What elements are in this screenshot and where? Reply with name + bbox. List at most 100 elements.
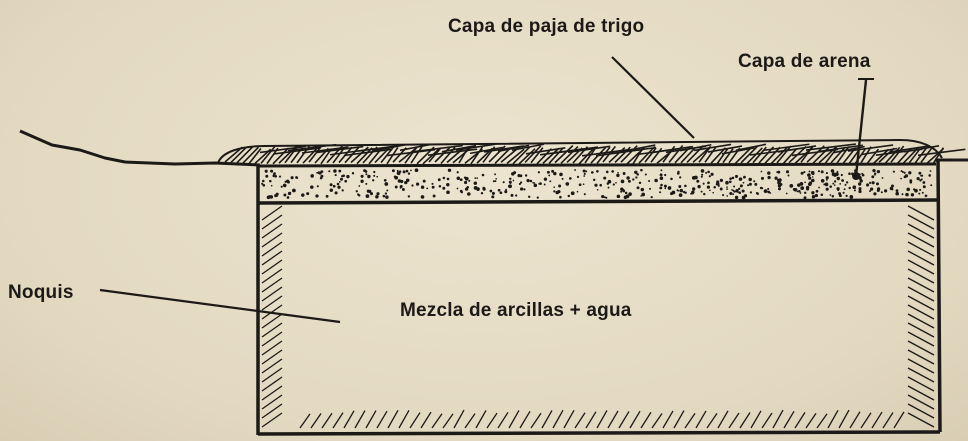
sand-grain — [438, 178, 441, 181]
sand-grain — [579, 183, 582, 186]
sand-grain — [742, 189, 745, 192]
sand-grain — [632, 178, 634, 180]
sand-grain — [335, 174, 337, 176]
sand-grain — [568, 195, 570, 197]
sand-grain — [265, 175, 268, 178]
sand-grain — [664, 188, 666, 190]
sand-grain — [649, 188, 651, 190]
sand-grain — [923, 185, 926, 188]
pit-bottom — [258, 432, 940, 434]
sand-grain — [394, 176, 398, 180]
sand-grain — [490, 190, 493, 193]
sand-grain — [750, 191, 752, 193]
wall-hatch-stroke — [908, 206, 934, 220]
sand-grain — [283, 184, 287, 188]
sand-grain — [423, 180, 426, 183]
wall-hatch-stroke — [641, 412, 651, 428]
sand-grain — [906, 188, 910, 192]
sand-grain — [376, 192, 379, 195]
sand-grain — [839, 183, 841, 185]
sand-layer-label: Capa de arena — [738, 51, 871, 73]
wall-hatch-stroke — [575, 413, 585, 428]
wall-hatch-stroke — [751, 411, 761, 428]
sand-grain — [753, 180, 755, 182]
sand-grain — [778, 187, 781, 190]
sand-grain — [735, 196, 738, 199]
ground-line — [20, 131, 260, 165]
sand-grain — [615, 182, 617, 184]
wall-hatch-stroke — [718, 411, 728, 428]
sand-grain — [668, 186, 672, 190]
sand-grain — [605, 197, 607, 199]
wall-hatch-stroke — [908, 278, 934, 292]
sand-grain — [621, 180, 625, 184]
sand-grain — [776, 171, 778, 173]
sand-grain — [670, 178, 673, 181]
sand-grain — [508, 184, 512, 188]
wall-hatch-stroke — [262, 233, 282, 247]
sand-grain — [624, 196, 628, 200]
sand-grain — [679, 193, 683, 197]
sand-grain — [710, 173, 713, 176]
sand-grain — [806, 188, 809, 191]
wall-hatch-stroke — [262, 287, 282, 301]
sand-grain — [553, 186, 555, 188]
sand-grain — [410, 170, 412, 172]
sand-grain — [716, 180, 719, 183]
sand-grain — [861, 173, 863, 175]
sand-grain — [358, 185, 360, 187]
sand-grain — [854, 189, 856, 191]
sand-grain — [511, 194, 514, 197]
noquis-leader-line — [100, 290, 340, 322]
sand-grain — [778, 178, 782, 182]
sand-grain — [928, 174, 931, 177]
wall-hatch-stroke — [355, 411, 365, 428]
sand-grain — [310, 185, 314, 189]
sand-grain — [705, 172, 707, 174]
sand-grain — [547, 171, 550, 174]
sand-grain — [397, 171, 401, 175]
sand-grain — [818, 187, 820, 189]
straw-stroke — [663, 146, 675, 162]
sand-grain — [740, 184, 743, 187]
sand-grain — [616, 174, 619, 177]
wall-hatch-stroke — [443, 414, 453, 428]
sand-grain — [648, 180, 650, 182]
wall-hatch-stroke — [564, 410, 574, 428]
wall-hatch-stroke — [839, 410, 849, 428]
sand-grain — [871, 175, 874, 178]
sand-grain — [474, 186, 478, 190]
wall-hatch-stroke — [520, 411, 530, 428]
sand-grain — [301, 193, 304, 196]
sand-grain — [392, 169, 395, 172]
sand-grain — [661, 187, 663, 189]
sand-grain — [337, 186, 340, 189]
sand-grain — [443, 177, 446, 180]
sand-grain — [726, 188, 728, 190]
sand-grain — [877, 170, 880, 173]
sand-grain — [660, 184, 663, 187]
sand-grain — [641, 188, 644, 191]
sand-grain — [384, 179, 387, 182]
sand-grain — [743, 182, 745, 184]
wall-hatch-stroke — [597, 410, 607, 428]
sand-grain — [743, 176, 746, 179]
sand-grain — [628, 180, 631, 183]
sand-grain — [494, 173, 496, 175]
sand-grain — [617, 195, 621, 199]
sand-grain — [530, 180, 533, 183]
sand-grain — [846, 181, 848, 183]
sand-grain — [905, 193, 909, 197]
sand-grain — [774, 177, 777, 180]
wall-hatch-stroke — [262, 323, 282, 337]
sand-grain — [493, 180, 495, 182]
sand-grain — [918, 193, 920, 195]
sand-grain — [623, 172, 626, 175]
sand-grain — [611, 170, 614, 173]
sand-grain — [365, 183, 367, 185]
wall-hatch-stroke — [608, 411, 618, 428]
sand-grain — [786, 170, 789, 173]
sand-grain — [551, 170, 554, 173]
sand-grain — [363, 169, 366, 172]
sand-grain — [368, 190, 371, 193]
